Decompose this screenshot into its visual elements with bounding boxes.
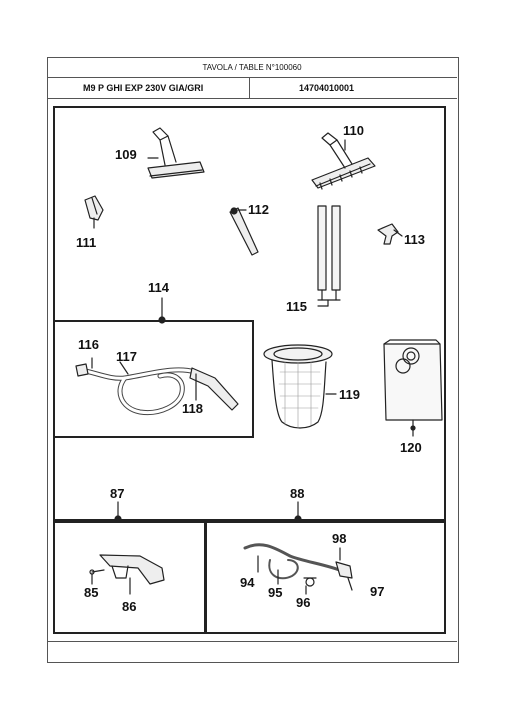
- callout-85: 85: [84, 585, 99, 600]
- callout-97: 97: [370, 584, 385, 599]
- callout-110: 110: [343, 123, 364, 138]
- paper-bag-120-icon: [383, 339, 443, 437]
- floor-brush-109-icon: [147, 127, 205, 179]
- callout-87: 87: [110, 486, 125, 501]
- callout-88: 88: [290, 486, 305, 501]
- callout-119: 119: [339, 387, 360, 402]
- adapter-113-icon: [377, 223, 403, 245]
- crevice-nozzle-111-icon: [84, 195, 104, 229]
- model-name: M9 P GHI EXP 230V GIA/GRI: [83, 83, 204, 93]
- spray-tool-icon: [89, 554, 165, 595]
- model-row: M9 P GHI EXP 230V GIA/GRI 14704010001: [47, 78, 457, 99]
- callout-117: 117: [116, 349, 137, 364]
- callout-94: 94: [240, 575, 255, 590]
- footer-line: [47, 641, 457, 642]
- filter-basket-119-icon: [263, 344, 337, 429]
- table-reference-text: TAVOLA / TABLE N°100060: [202, 62, 302, 72]
- callout-116: 116: [78, 337, 99, 352]
- extension-tubes-115-icon: [317, 205, 341, 307]
- callout-95: 95: [268, 585, 283, 600]
- callout-109: 109: [115, 147, 137, 162]
- callout-120: 120: [400, 440, 422, 455]
- sheet-frame: [47, 57, 459, 663]
- callout-111: 111: [76, 235, 97, 250]
- callout-114: 114: [148, 280, 169, 295]
- crevice-tool-112-icon: [229, 207, 259, 256]
- callout-118: 118: [182, 401, 203, 416]
- table-reference: TAVOLA / TABLE N°100060: [47, 57, 457, 78]
- model-code: 14704010001: [299, 83, 355, 93]
- callout-86: 86: [122, 599, 137, 614]
- callout-96: 96: [296, 595, 311, 610]
- callout-115: 115: [286, 299, 307, 314]
- callout-113: 113: [404, 232, 425, 247]
- kit-88-box: [205, 521, 446, 634]
- hose-assembly-icon: [75, 357, 239, 416]
- floor-brush-110-icon: [311, 132, 376, 190]
- spray-hose-kit-icon: [243, 543, 353, 595]
- main-parts-box: [53, 106, 446, 521]
- callout-98: 98: [332, 531, 347, 546]
- callout-112: 112: [248, 202, 269, 217]
- header-divider: [249, 78, 250, 98]
- hose-kit-box: [53, 320, 254, 438]
